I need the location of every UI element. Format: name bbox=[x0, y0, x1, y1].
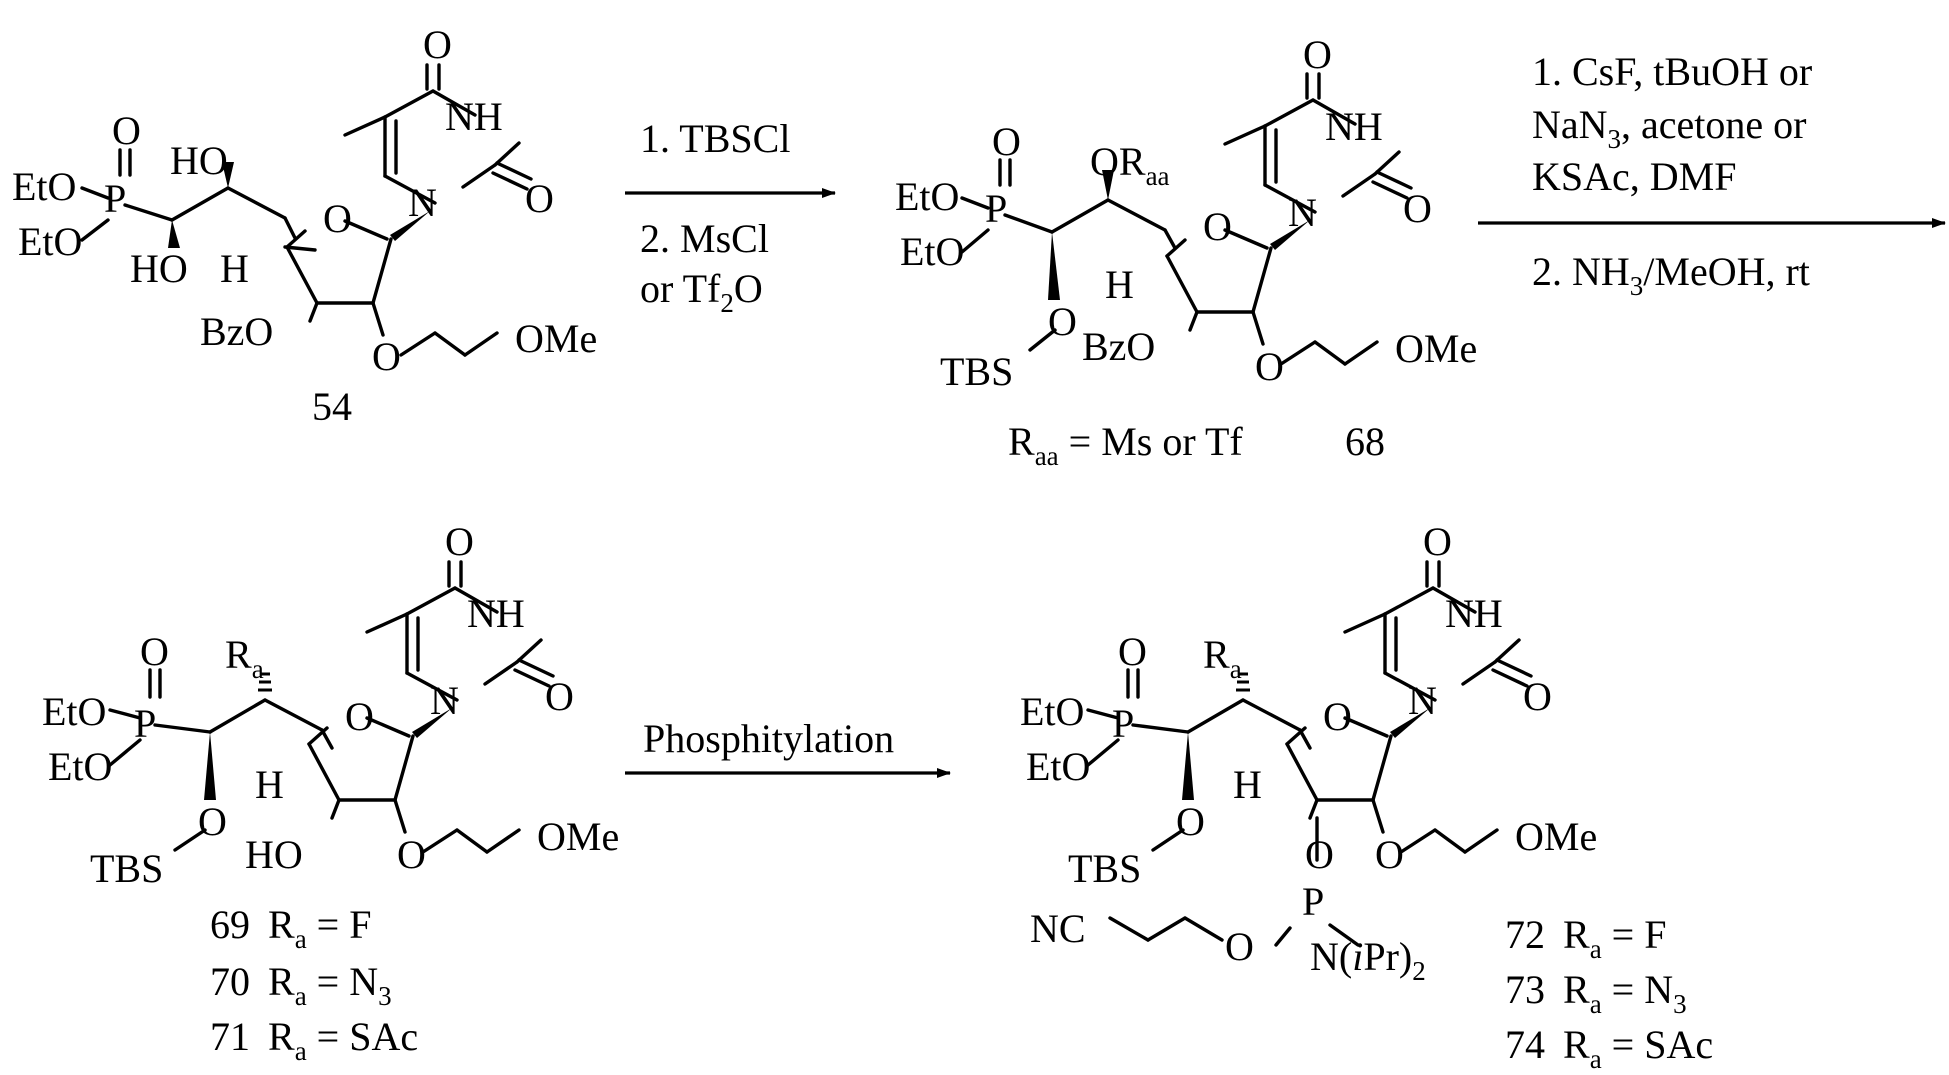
h-label: H bbox=[1105, 262, 1134, 307]
tbs-label: TBS bbox=[1068, 846, 1141, 891]
methoxy-label: OMe bbox=[537, 814, 619, 859]
phosphitylation-label: Phosphitylation bbox=[643, 716, 894, 761]
reaction-arrow-2: 1. CsF, tBuOH or NaN3, acetone or KSAc, … bbox=[1478, 49, 1945, 301]
silyl-oxygen-label: O bbox=[198, 799, 227, 844]
phosphorus-label: P bbox=[1112, 701, 1134, 746]
h-label: H bbox=[255, 762, 284, 807]
eto-label: EtO bbox=[900, 229, 964, 274]
ether-o-label: O bbox=[372, 334, 401, 379]
h-label: H bbox=[220, 246, 249, 291]
tbs-label: TBS bbox=[940, 349, 1013, 394]
r-a-label: Ra bbox=[1203, 632, 1242, 684]
compound-variant-72: 72Ra = F bbox=[1505, 912, 1666, 964]
carbonyl-o-label: O bbox=[1423, 519, 1452, 564]
ring-oxygen-label: O bbox=[323, 196, 352, 241]
nh-label: NH bbox=[1325, 104, 1383, 149]
hydroxy-label: HO bbox=[170, 138, 228, 183]
oxo-label: O bbox=[140, 629, 169, 674]
leaving-group-label: ORaa bbox=[1090, 139, 1170, 191]
eto-label: EtO bbox=[12, 164, 76, 209]
compound-variant-70: 70Ra = N3 bbox=[210, 959, 392, 1011]
ring-oxygen-label: O bbox=[345, 694, 374, 739]
condition-line-4: 2. NH3/MeOH, rt bbox=[1532, 249, 1810, 301]
oxo-label: O bbox=[1118, 629, 1147, 674]
methoxy-label: OMe bbox=[515, 316, 597, 361]
carbonyl-o-label: O bbox=[525, 176, 554, 221]
nh-label: NH bbox=[1445, 591, 1503, 636]
reagent-step-1: 1. TBSCl bbox=[640, 116, 790, 161]
compound-number: 68 bbox=[1345, 419, 1385, 464]
benzoyloxy-label: BzO bbox=[200, 309, 273, 354]
nh-label: NH bbox=[467, 591, 525, 636]
compound-variant-69: 69Ra = F bbox=[210, 902, 371, 954]
oxo-label: O bbox=[112, 108, 141, 153]
nitrogen-label: N bbox=[408, 180, 437, 225]
ether-o-label: O bbox=[397, 832, 426, 877]
ether-o-label: O bbox=[1255, 344, 1284, 389]
carbonyl-o-label: O bbox=[445, 519, 474, 564]
ring-oxygen-label: O bbox=[1203, 204, 1232, 249]
methoxy-label: OMe bbox=[1395, 326, 1477, 371]
carbonyl-o-label: O bbox=[1523, 674, 1552, 719]
nitrogen-label: N bbox=[1408, 678, 1437, 723]
nh-label: NH bbox=[445, 94, 503, 139]
r-a-label: Ra bbox=[225, 632, 264, 684]
compound-variant-73: 73Ra = N3 bbox=[1505, 967, 1687, 1019]
r-aa-definition: Raa = Ms or Tf bbox=[1008, 419, 1243, 471]
phosphorus-label: P bbox=[985, 186, 1007, 231]
eto-label: EtO bbox=[48, 744, 112, 789]
reaction-arrow-1: 1. TBSCl 2. MsCl or Tf2O bbox=[625, 116, 835, 318]
methoxy-label: OMe bbox=[1515, 814, 1597, 859]
diisopropylamino-label: N(iPr)2 bbox=[1310, 934, 1426, 986]
carbonyl-o-label: O bbox=[1303, 32, 1332, 77]
carbonyl-o-label: O bbox=[1403, 186, 1432, 231]
phosphorus-label: P bbox=[134, 701, 156, 746]
eto-label: EtO bbox=[1020, 689, 1084, 734]
tbs-label: TBS bbox=[90, 846, 163, 891]
compound-72-74: EtO EtO P O Ra O TBS H O P O NC N(iPr)2 … bbox=[1020, 519, 1713, 1074]
eto-label: EtO bbox=[18, 219, 82, 264]
hydroxy-label: HO bbox=[130, 246, 188, 291]
compound-69-71: EtO EtO P O Ra O TBS H HO O N NH O O O O… bbox=[42, 519, 619, 1066]
nitrogen-label: N bbox=[430, 678, 459, 723]
reaction-arrow-3: Phosphitylation bbox=[625, 716, 950, 773]
reagent-step-2: 2. MsCl bbox=[640, 216, 769, 261]
eto-label: EtO bbox=[895, 174, 959, 219]
benzoyloxy-label: BzO bbox=[1082, 324, 1155, 369]
phosphite-p-label: P bbox=[1302, 879, 1324, 924]
eto-label: EtO bbox=[42, 689, 106, 734]
compound-68: EtO EtO P O ORaa O TBS H BzO O N NH O O … bbox=[895, 32, 1477, 471]
phosphorus-label: P bbox=[104, 176, 126, 221]
phosphite-o-label: O bbox=[1305, 832, 1334, 877]
compound-variant-71: 71Ra = SAc bbox=[210, 1014, 418, 1066]
ring-oxygen-label: O bbox=[1323, 694, 1352, 739]
eto-label: EtO bbox=[1026, 744, 1090, 789]
compound-variant-74: 74Ra = SAc bbox=[1505, 1022, 1713, 1074]
oxo-label: O bbox=[992, 119, 1021, 164]
phosphite-o-label: O bbox=[1225, 924, 1254, 969]
silyl-oxygen-label: O bbox=[1176, 799, 1205, 844]
carbonyl-o-label: O bbox=[545, 674, 574, 719]
hydroxy-label: HO bbox=[245, 832, 303, 877]
condition-line-3: KSAc, DMF bbox=[1532, 154, 1736, 199]
nitrogen-label: N bbox=[1288, 190, 1317, 235]
condition-line-1: 1. CsF, tBuOH or bbox=[1532, 49, 1812, 94]
carbonyl-o-label: O bbox=[423, 22, 452, 67]
ether-o-label: O bbox=[1375, 832, 1404, 877]
h-label: H bbox=[1233, 762, 1262, 807]
reagent-step-2-alt: or Tf2O bbox=[640, 266, 763, 318]
silyl-oxygen-label: O bbox=[1048, 299, 1077, 344]
nitrile-label: NC bbox=[1030, 906, 1086, 951]
compound-54: EtO EtO P O HO HO H BzO O N NH O O O OMe… bbox=[12, 22, 597, 429]
condition-line-2: NaN3, acetone or bbox=[1532, 102, 1806, 154]
compound-number: 54 bbox=[312, 384, 352, 429]
